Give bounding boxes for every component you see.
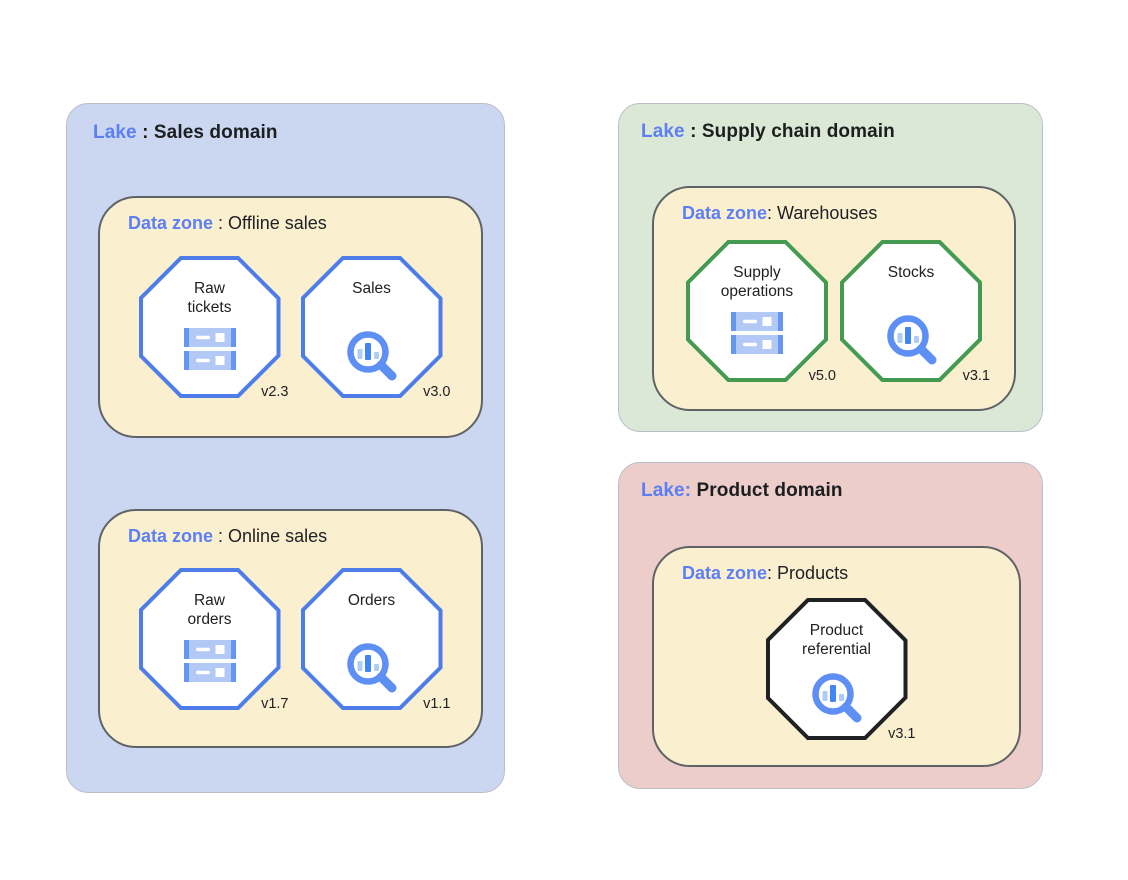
asset-node-raw-tickets: Raw tickets v2.3 xyxy=(138,256,289,400)
zone-name: Products xyxy=(777,563,849,583)
lake-supply-chain-domain: Lake : Supply chain domain Data zone: Wa… xyxy=(618,103,1043,432)
zone-entities: Supply operations v5.0 Stocks v3. xyxy=(654,240,1014,384)
lake-title: Lake : Sales domain xyxy=(93,122,278,144)
zone-label: Data zone xyxy=(682,203,768,223)
search-insights-icon xyxy=(344,640,399,695)
zone-title: Data zone: Warehouses xyxy=(682,203,877,224)
asset-node-supply-operations: Supply operations v5.0 xyxy=(686,240,836,384)
zone-title-separator: : xyxy=(213,526,229,546)
search-insights-icon xyxy=(344,328,399,383)
data-zone-warehouses: Data zone: Warehouses Supply operations … xyxy=(652,186,1016,411)
lake-label: Lake xyxy=(641,121,685,142)
asset-version: v3.1 xyxy=(962,368,990,384)
asset-name: Supply operations xyxy=(720,264,794,301)
asset-name: Raw tickets xyxy=(187,280,232,317)
data-zone-offline-sales: Data zone : Offline sales Raw tickets v2… xyxy=(98,196,483,438)
asset-version: v3.0 xyxy=(423,384,451,400)
zone-title: Data zone: Products xyxy=(682,563,848,584)
lake-name: Sales domain xyxy=(153,122,278,143)
octagon-shape: Product referential xyxy=(765,598,908,740)
asset-name: Stocks xyxy=(887,264,935,281)
data-zone-products: Data zone: Products Product referential … xyxy=(652,546,1021,767)
zone-entities: Product referential v3.1 xyxy=(654,598,1019,742)
asset-name: Sales xyxy=(352,280,391,297)
zone-name: Offline sales xyxy=(228,213,327,233)
octagon-shape: Raw orders xyxy=(138,568,281,710)
asset-node-stocks: Stocks v3.1 xyxy=(840,240,990,384)
zone-label: Data zone xyxy=(682,563,768,583)
zone-label: Data zone xyxy=(128,526,214,546)
asset-node-product-referential: Product referential v3.1 xyxy=(765,598,916,742)
lake-title-separator: : xyxy=(136,122,154,143)
lake-title: Lake : Supply chain domain xyxy=(641,121,895,143)
search-insights-icon xyxy=(809,670,864,725)
zone-title: Data zone : Offline sales xyxy=(128,213,327,234)
octagon-shape: Raw tickets xyxy=(138,256,281,398)
asset-name: Raw orders xyxy=(187,592,232,629)
zone-entities: Raw orders v1.7 Orders v1.1 xyxy=(100,568,481,712)
asset-version: v3.1 xyxy=(888,726,916,742)
asset-version: v1.1 xyxy=(423,696,451,712)
storage-icon xyxy=(183,328,236,370)
lake-label: Lake xyxy=(93,122,137,143)
lake-sales-domain: Lake : Sales domain Data zone : Offline … xyxy=(66,103,505,793)
asset-version: v5.0 xyxy=(808,368,836,384)
octagon-shape: Sales xyxy=(300,256,443,398)
asset-node-sales: Sales v3.0 xyxy=(300,256,451,400)
zone-entities: Raw tickets v2.3 Sales v3.0 xyxy=(100,256,481,400)
asset-version: v2.3 xyxy=(261,384,289,400)
lake-title-separator: : xyxy=(684,121,702,142)
lake-product-domain: Lake: Product domain Data zone: Products… xyxy=(618,462,1043,789)
asset-name: Orders xyxy=(347,592,396,609)
storage-icon xyxy=(731,312,783,354)
zone-title: Data zone : Online sales xyxy=(128,526,327,547)
zone-label: Data zone xyxy=(128,213,214,233)
asset-name: Product referential xyxy=(802,622,871,659)
asset-version: v1.7 xyxy=(261,696,289,712)
lake-name: Supply chain domain xyxy=(701,121,895,142)
zone-name: Online sales xyxy=(228,526,328,546)
zone-title-separator: : xyxy=(767,563,778,583)
zone-title-separator: : xyxy=(767,203,778,223)
lake-name: Product domain xyxy=(696,480,843,501)
data-zone-online-sales: Data zone : Online sales Raw orders v1.7 xyxy=(98,509,483,748)
lake-label: Lake: xyxy=(641,480,692,501)
storage-icon xyxy=(183,640,236,682)
search-insights-icon xyxy=(884,312,939,367)
lake-title: Lake: Product domain xyxy=(641,480,843,502)
zone-name: Warehouses xyxy=(777,203,878,223)
zone-title-separator: : xyxy=(213,213,229,233)
octagon-shape: Supply operations xyxy=(686,240,828,382)
asset-node-raw-orders: Raw orders v1.7 xyxy=(138,568,289,712)
octagon-shape: Orders xyxy=(300,568,443,710)
octagon-shape: Stocks xyxy=(840,240,982,382)
asset-node-orders: Orders v1.1 xyxy=(300,568,451,712)
